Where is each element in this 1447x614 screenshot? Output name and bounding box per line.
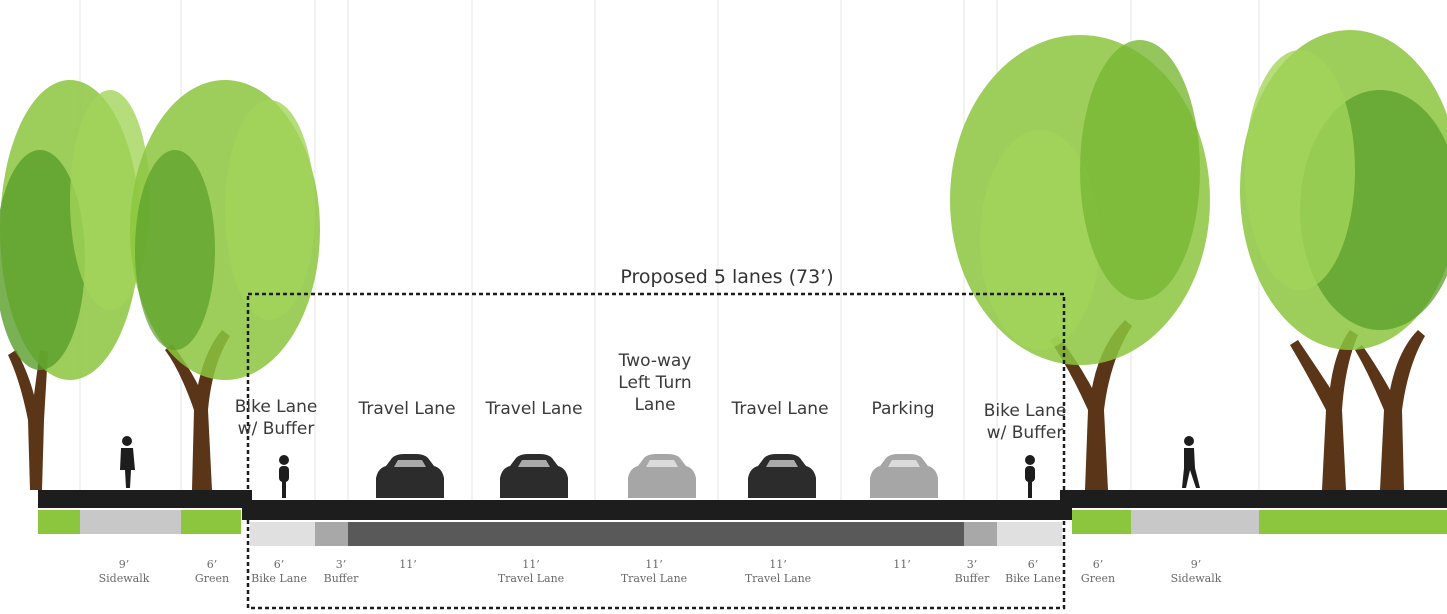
car-gray-icon-1 (628, 454, 696, 498)
tree-left-2 (130, 80, 320, 490)
proposal-title: Proposed 5 lanes (73’) (620, 266, 834, 288)
dim-value: 3’ (966, 558, 978, 571)
pedestrian-left-icon (120, 436, 135, 488)
car-gray-icon-2 (870, 454, 938, 498)
dim-name: Buffer (323, 572, 359, 585)
dim-value: 9’ (1190, 558, 1202, 571)
dim-sidewalk-right: 9’ Sidewalk (1171, 558, 1222, 586)
dim-travel-3: 11’ Travel Lane (745, 558, 811, 586)
dim-green-right: 6’ Green (1081, 558, 1115, 586)
lane-label-turn: Two-way Left Turn Lane (618, 351, 692, 415)
dim-name: Bike Lane (251, 572, 307, 585)
dim-name: Green (1080, 572, 1116, 585)
dim-value: 6’ (1027, 558, 1039, 571)
dim-name: Buffer (954, 572, 990, 585)
dim-sidewalk-left: 9’ Sidewalk (99, 558, 150, 586)
dim-turn: 11’ Travel Lane (621, 558, 687, 586)
tree-right-2 (1240, 30, 1447, 490)
dim-name: Travel Lane (620, 572, 688, 585)
dim-name: Green (194, 572, 230, 585)
pedestrian-right-icon (1182, 436, 1200, 488)
dim-travel-1: 11’ (399, 558, 417, 572)
dim-value: 3’ (335, 558, 347, 571)
dim-value: 6’ (206, 558, 218, 571)
lane-label-travel-1: Travel Lane (358, 399, 456, 419)
ground (38, 490, 1447, 546)
dim-value: 6’ (1092, 558, 1104, 571)
dim-parking: 11’ (893, 558, 911, 572)
lane-label-travel-3: Travel Lane (731, 399, 829, 419)
lane-label-bike-right: Bike Lane w/ Buffer (983, 401, 1067, 443)
dim-name: Sidewalk (1170, 572, 1222, 585)
dim-name: Sidewalk (98, 572, 150, 585)
dim-value: 11’ (769, 558, 787, 571)
dim-name: Travel Lane (744, 572, 812, 585)
dim-bike-left: 6’ Bike Lane (251, 558, 307, 586)
dim-value: 6’ (273, 558, 285, 571)
dim-name: Bike Lane (1005, 572, 1061, 585)
car-dark-icon-2 (500, 454, 568, 498)
dim-value: 11’ (645, 558, 663, 571)
dim-value: 11’ (522, 558, 540, 571)
dim-buffer-left: 3’ Buffer (324, 558, 359, 586)
cyclist-right-icon (1025, 455, 1035, 498)
dim-value: 11’ (893, 558, 911, 571)
dim-buffer-right: 3’ Buffer (955, 558, 990, 586)
lane-label-bike-left: Bike Lane w/ Buffer (234, 397, 318, 439)
car-dark-icon-3 (748, 454, 816, 498)
cyclist-left-icon (279, 455, 289, 498)
car-dark-icon-1 (376, 454, 444, 498)
proposal-boundary (246, 292, 1066, 610)
dim-name: Travel Lane (497, 572, 565, 585)
dim-bike-right: 6’ Bike Lane (1005, 558, 1061, 586)
dim-travel-2: 11’ Travel Lane (498, 558, 564, 586)
lane-label-parking: Parking (871, 399, 935, 419)
dim-value: 9’ (118, 558, 130, 571)
dim-value: 11’ (399, 558, 417, 571)
tree-left-1 (0, 80, 150, 490)
tree-right-1 (950, 35, 1210, 490)
dim-green-left: 6’ Green (195, 558, 229, 586)
lane-label-travel-2: Travel Lane (485, 399, 583, 419)
